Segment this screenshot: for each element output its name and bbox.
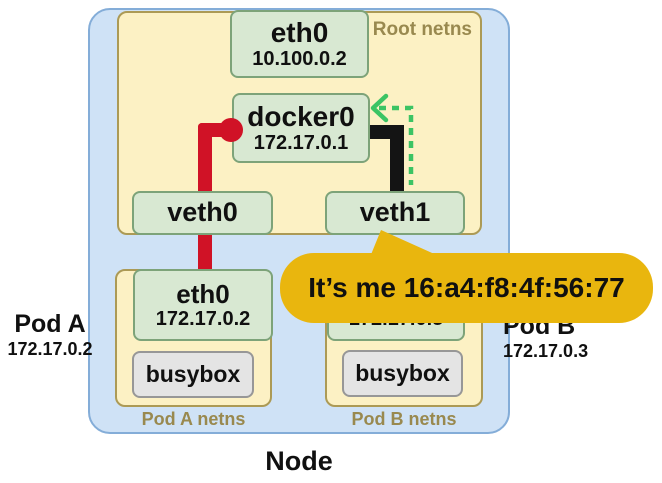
root-eth0-box: eth0 10.100.0.2: [230, 10, 369, 78]
pod-b-ip: 172.17.0.3: [503, 341, 589, 361]
pod-a-ip: 172.17.0.2: [7, 339, 93, 359]
pod-a-netns-label: Pod A netns: [141, 409, 246, 429]
root-eth0-name: eth0: [270, 16, 329, 48]
root-eth0-ip: 10.100.0.2: [252, 48, 347, 71]
veth0-box: veth0: [132, 191, 273, 235]
root-netns-label: Root netns: [372, 19, 472, 40]
black-veth-pair-line-vertical: [390, 125, 404, 191]
veth1-name: veth1: [359, 197, 431, 228]
docker0-box: docker0 172.17.0.1: [232, 93, 370, 163]
pod-b-busybox-label: busybox: [355, 360, 450, 386]
pod-a-busybox-label: busybox: [145, 361, 241, 387]
pod-a-eth0-box: eth0 172.17.0.2: [133, 269, 273, 341]
pod-a-eth0-ip: 172.17.0.2: [155, 308, 251, 331]
pod-a-outside-label: Pod A 172.17.0.2: [0, 310, 100, 360]
pod-b-busybox-box: busybox: [342, 350, 463, 397]
veth1-box: veth1: [325, 191, 465, 235]
red-connection-dot: [219, 118, 243, 142]
pod-a-eth0-name: eth0: [176, 278, 230, 309]
speech-bubble: It’s me 16:a4:f8:4f:56:77: [280, 253, 653, 323]
pod-b-netns-label: Pod B netns: [351, 409, 457, 429]
veth0-name: veth0: [167, 197, 238, 228]
docker0-name: docker0: [247, 100, 355, 132]
pod-a-busybox-box: busybox: [132, 351, 254, 398]
node-label: Node: [265, 446, 333, 476]
pod-a-title: Pod A: [14, 310, 86, 338]
speech-bubble-text: It’s me 16:a4:f8:4f:56:77: [308, 272, 625, 303]
docker0-ip: 172.17.0.1: [253, 132, 349, 155]
